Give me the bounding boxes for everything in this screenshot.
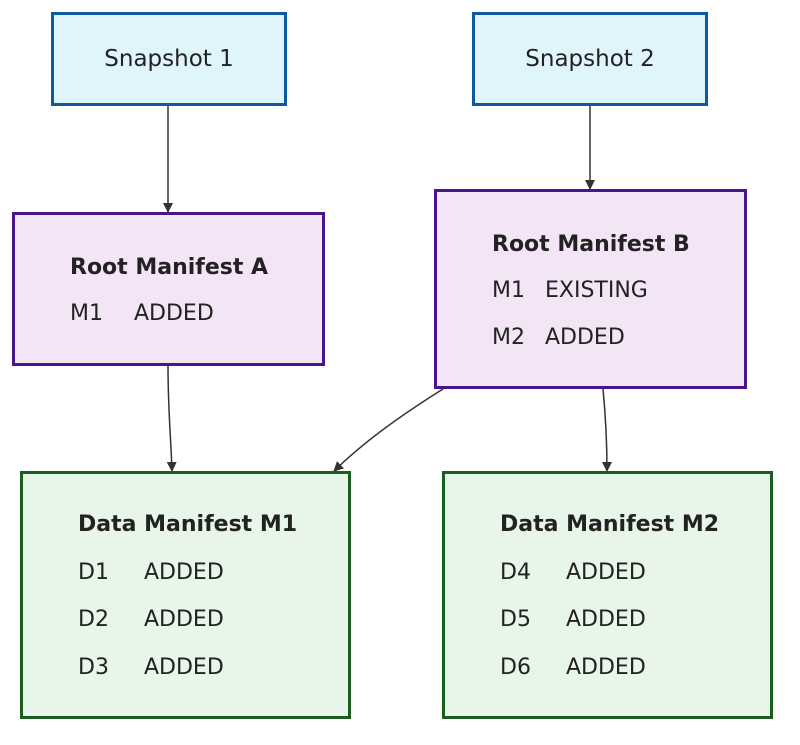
data-manifest-m1-node: Data Manifest M1 D1 ADDED D2 ADDED D3 AD… (20, 471, 351, 719)
root-manifest-b-title: Root Manifest B (492, 232, 690, 257)
entry-status: ADDED (566, 560, 646, 585)
entry-id: M2 (492, 325, 525, 350)
entry-id: M1 (70, 301, 103, 326)
entry-id: D4 (500, 560, 531, 585)
root-manifest-a-node: Root Manifest A M1 ADDED (12, 212, 325, 366)
edge-root-manifest-b-to-data-manifest-m2 (601, 388, 612, 472)
entry-id: M1 (492, 278, 525, 303)
snapshot-2-node: Snapshot 2 (472, 12, 708, 106)
edge-root-manifest-b-to-data-manifest-m1 (333, 388, 444, 472)
entry-status: ADDED (134, 301, 214, 326)
root-manifest-b-node: Root Manifest B M1 EXISTING M2 ADDED (434, 189, 747, 389)
entry-status: ADDED (566, 655, 646, 680)
entry-id: D2 (78, 607, 109, 632)
entry-status: ADDED (144, 655, 224, 680)
entry-id: D5 (500, 607, 531, 632)
entry-status: ADDED (545, 325, 625, 350)
data-manifest-m2-node: Data Manifest M2 D4 ADDED D5 ADDED D6 AD… (442, 471, 773, 719)
data-manifest-m1-title: Data Manifest M1 (78, 512, 298, 537)
entry-id: D3 (78, 655, 109, 680)
entry-status: EXISTING (545, 278, 648, 303)
data-manifest-m2-title: Data Manifest M2 (500, 512, 720, 537)
snapshot-1-label: Snapshot 1 (104, 46, 234, 72)
entry-id: D1 (78, 560, 109, 585)
snapshot-2-label: Snapshot 2 (525, 46, 655, 72)
edge-root-manifest-a-to-data-manifest-m1 (166, 365, 177, 472)
entry-status: ADDED (144, 607, 224, 632)
entry-id: D6 (500, 655, 531, 680)
root-manifest-a-title: Root Manifest A (70, 255, 269, 280)
snapshot-1-node: Snapshot 1 (51, 12, 287, 106)
entry-status: ADDED (144, 560, 224, 585)
entry-status: ADDED (566, 607, 646, 632)
